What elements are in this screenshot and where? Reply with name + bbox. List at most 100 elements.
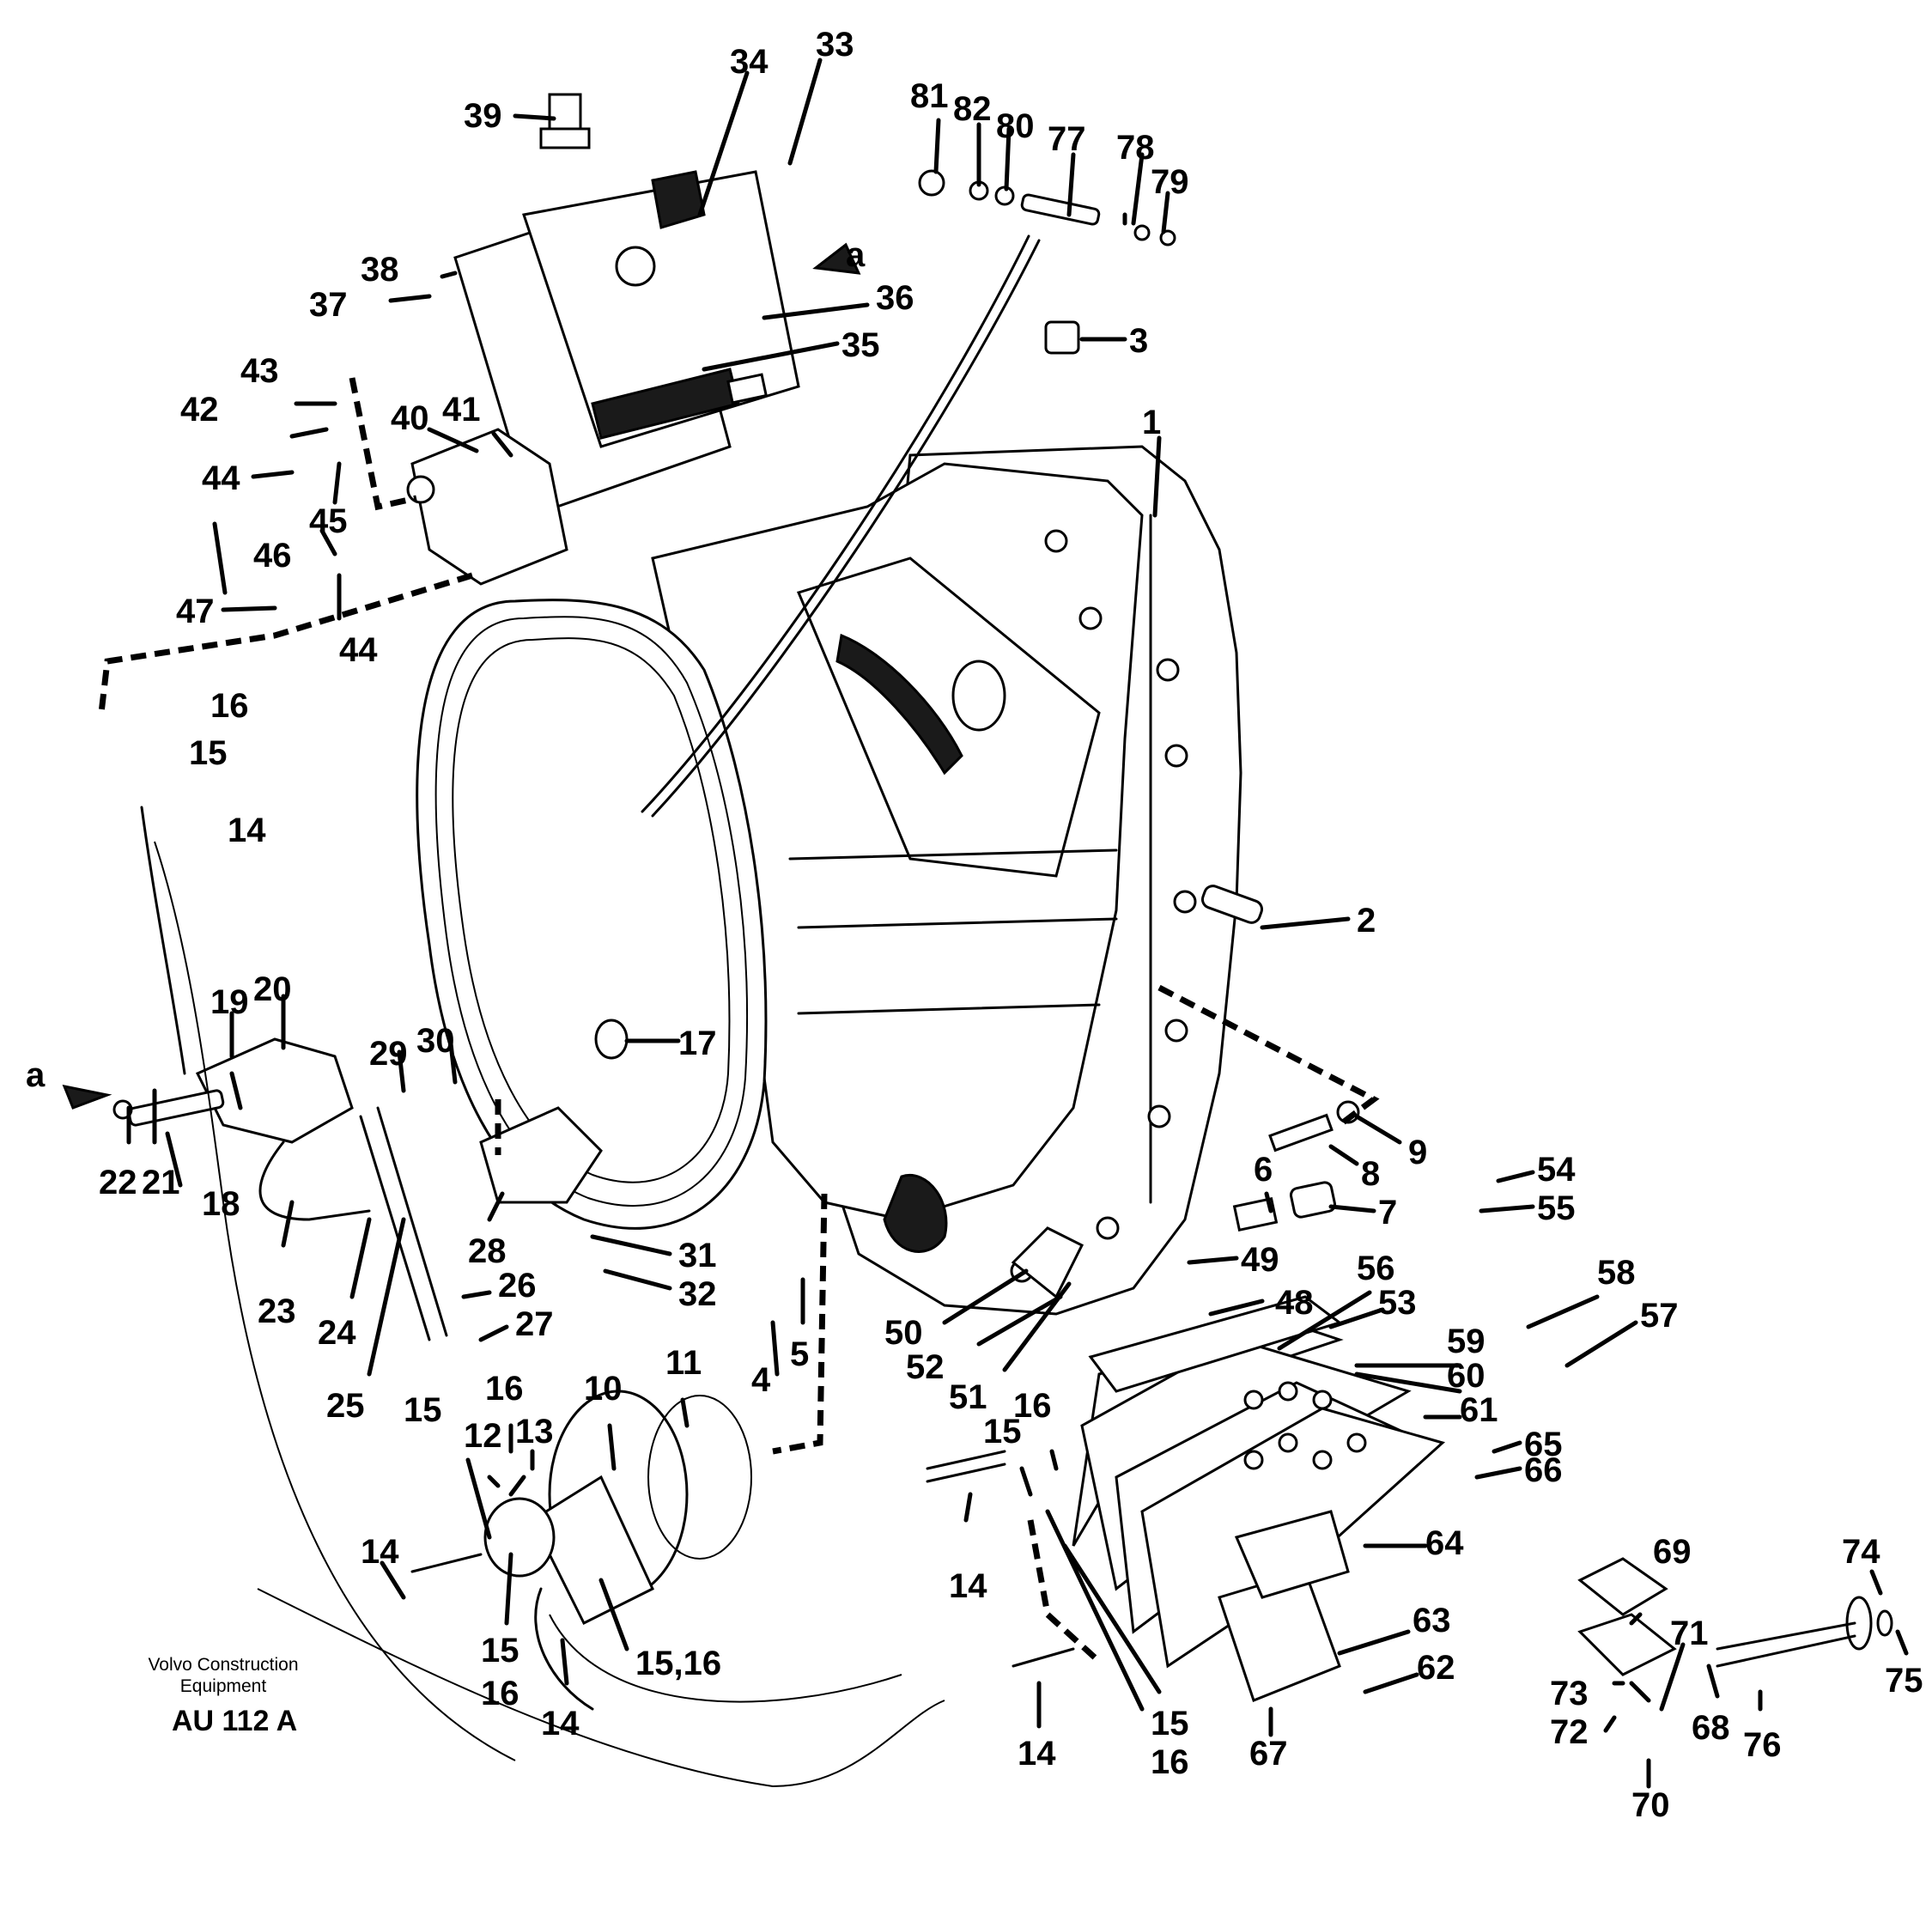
callout-29: 29 <box>369 1035 408 1073</box>
callout-30: 30 <box>416 1022 455 1060</box>
callout-46: 46 <box>253 537 292 575</box>
callout-12: 12 <box>464 1417 502 1455</box>
callout-15-bottom: 15 <box>481 1632 519 1670</box>
callout-51: 51 <box>949 1378 987 1416</box>
callout-48: 48 <box>1275 1284 1314 1322</box>
callout-69: 69 <box>1653 1533 1692 1571</box>
callout-20: 20 <box>253 970 292 1008</box>
callout-56: 56 <box>1357 1250 1395 1287</box>
callout-15-lower: 15 <box>1151 1705 1189 1742</box>
view-arrow-a-top: a <box>846 236 866 274</box>
callout-57: 57 <box>1640 1297 1679 1335</box>
callout-15-left: 15 <box>404 1391 442 1429</box>
callout-74: 74 <box>1842 1533 1880 1571</box>
callout-10: 10 <box>584 1370 623 1408</box>
leader-lines <box>126 58 1909 1789</box>
callout-15-right: 15 <box>983 1413 1022 1451</box>
drawing-code: AU 112 A <box>172 1705 297 1737</box>
callout-1: 1 <box>1142 404 1161 441</box>
callout-45: 45 <box>309 502 348 540</box>
callout-70: 70 <box>1631 1786 1670 1824</box>
small-parts <box>112 169 1893 1676</box>
callout-labels: 1 2 3 4 5 6 7 8 9 10 11 12 13 14 14 14 1… <box>99 26 1923 1824</box>
callout-6: 6 <box>1254 1151 1273 1189</box>
callout-16-right: 16 <box>1013 1387 1052 1425</box>
callout-60: 60 <box>1447 1357 1485 1395</box>
callout-79: 79 <box>1151 163 1189 201</box>
footer: Volvo Construction Equipment AU 112 A <box>148 1655 298 1737</box>
callout-62: 62 <box>1417 1649 1455 1687</box>
callout-13: 13 <box>515 1413 554 1451</box>
cover-plates <box>1072 1295 1446 1702</box>
callout-28: 28 <box>468 1232 507 1270</box>
callout-21: 21 <box>142 1164 180 1201</box>
callout-64: 64 <box>1425 1524 1464 1562</box>
callout-49: 49 <box>1241 1241 1279 1279</box>
callout-52: 52 <box>906 1348 945 1386</box>
view-arrow-a-left: a <box>26 1056 46 1094</box>
callout-14-lower: 14 <box>1018 1735 1056 1773</box>
callout-40: 40 <box>391 399 429 437</box>
callout-14-left: 14 <box>361 1533 399 1571</box>
callout-80: 80 <box>996 107 1035 145</box>
callout-23: 23 <box>258 1292 296 1330</box>
callout-4: 4 <box>751 1361 771 1399</box>
callout-66: 66 <box>1524 1451 1563 1489</box>
callout-44-bottom: 44 <box>339 631 378 669</box>
dashed-connections <box>98 377 1380 1660</box>
callout-44-top: 44 <box>202 459 240 497</box>
callout-2: 2 <box>1357 902 1376 940</box>
callout-31: 31 <box>678 1237 717 1274</box>
callout-32: 32 <box>678 1275 717 1313</box>
callout-16-bottom: 16 <box>481 1675 519 1712</box>
callout-81: 81 <box>910 77 949 115</box>
callout-67: 67 <box>1249 1735 1288 1773</box>
transmission-housing <box>416 445 1242 1316</box>
callout-14-top: 14 <box>228 812 266 849</box>
callout-33: 33 <box>816 26 854 64</box>
callout-26: 26 <box>498 1267 537 1305</box>
callout-5: 5 <box>790 1335 809 1373</box>
callout-82: 82 <box>953 90 992 128</box>
callout-22: 22 <box>99 1164 137 1201</box>
callout-36: 36 <box>876 279 914 317</box>
callout-16-lower: 16 <box>1151 1743 1189 1781</box>
callout-61: 61 <box>1460 1391 1498 1429</box>
callout-55: 55 <box>1537 1189 1576 1227</box>
callout-75: 75 <box>1885 1662 1923 1700</box>
callout-41: 41 <box>442 391 481 429</box>
callout-14-center: 14 <box>949 1567 987 1605</box>
callout-65: 65 <box>1524 1426 1563 1463</box>
callout-77: 77 <box>1048 120 1086 158</box>
callout-59: 59 <box>1447 1323 1485 1360</box>
callout-25: 25 <box>326 1387 365 1425</box>
callout-34: 34 <box>730 43 769 81</box>
callout-35: 35 <box>841 326 880 364</box>
hoses <box>140 234 1856 1788</box>
callout-16-top: 16 <box>210 687 249 725</box>
callout-39: 39 <box>464 97 502 135</box>
callout-54: 54 <box>1537 1151 1576 1189</box>
callout-17: 17 <box>678 1025 717 1062</box>
callout-53: 53 <box>1378 1284 1417 1322</box>
callout-27: 27 <box>515 1305 554 1343</box>
callout-38: 38 <box>361 251 399 289</box>
pump-cover <box>483 1390 752 1626</box>
brand-line-2: Equipment <box>180 1676 267 1696</box>
callout-24: 24 <box>318 1314 356 1352</box>
callout-14-bottom: 14 <box>541 1705 580 1742</box>
callout-50: 50 <box>884 1314 923 1352</box>
callout-58: 58 <box>1597 1254 1636 1292</box>
callout-47: 47 <box>176 593 215 630</box>
callout-11: 11 <box>665 1344 702 1382</box>
callout-73: 73 <box>1550 1675 1589 1712</box>
callout-8: 8 <box>1361 1155 1380 1193</box>
callout-16-left: 16 <box>485 1370 524 1408</box>
callout-78: 78 <box>1116 129 1155 167</box>
callout-37: 37 <box>309 286 348 324</box>
view-arrows: a a <box>26 236 866 1110</box>
callout-63: 63 <box>1413 1602 1451 1639</box>
callout-3: 3 <box>1129 322 1148 360</box>
callout-43: 43 <box>240 352 279 390</box>
